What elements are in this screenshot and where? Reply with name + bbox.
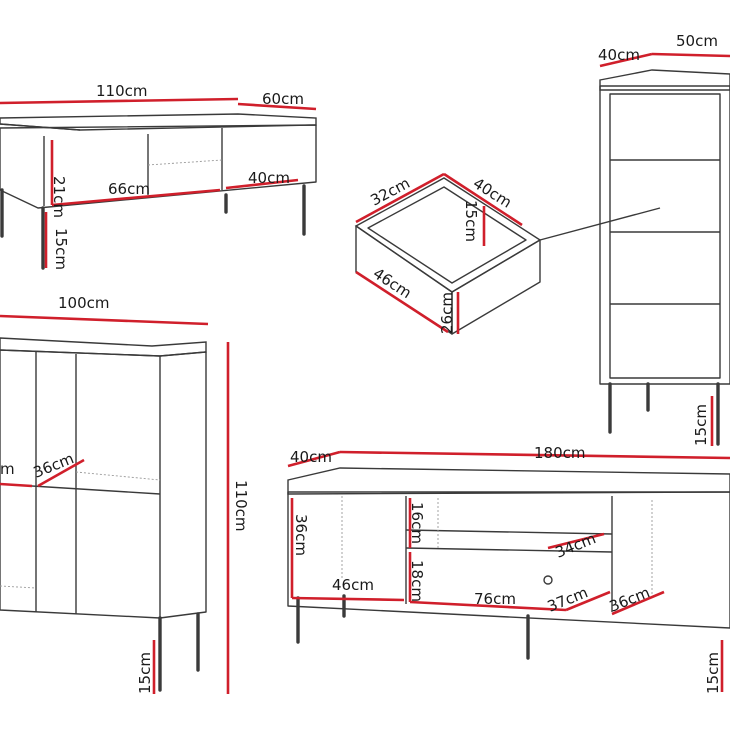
tv-unit-top-shelf-label: 16cm xyxy=(408,502,426,544)
coffee-table-inner-depth-line xyxy=(225,178,299,190)
highboard-leg-label: 15cm xyxy=(136,652,154,694)
tv-unit-mid-depth-line xyxy=(547,532,605,550)
tv-unit-left-width-label: 46cm xyxy=(332,576,374,594)
drawer-inner xyxy=(367,186,527,284)
highboard: 100cm 110cm 36cm m 15cm xyxy=(0,294,250,694)
drawer-front-width-line xyxy=(355,270,449,334)
tv-unit-mid-width-line xyxy=(409,600,567,612)
tv-unit-right-depth-label: 36cm xyxy=(607,583,653,615)
tv-unit-mid-depth-label: 34cm xyxy=(553,529,599,561)
coffee-table-shelf xyxy=(147,159,223,166)
tall-cabinet-body xyxy=(599,85,730,385)
coffee-table-depth-line xyxy=(237,102,317,111)
drawer-depth-line xyxy=(443,172,523,227)
tv-unit-left-height-label: 36cm xyxy=(292,514,310,556)
tv-unit-mid-shelf xyxy=(405,529,613,535)
tv-unit-depth-line xyxy=(287,450,341,468)
highboard-left-partial-label: m xyxy=(0,460,15,478)
tv-unit-width-line xyxy=(339,450,730,460)
tall-cabinet-leg-label: 15cm xyxy=(692,404,710,446)
drawer-inner-height-label: 15cm xyxy=(462,200,480,242)
drawer-width-line xyxy=(355,172,445,224)
tv-unit-mid-width-label: 76cm xyxy=(474,590,516,608)
tv-unit-drawer-knob xyxy=(543,575,553,585)
coffee-table-leg-label: 15cm xyxy=(52,228,70,270)
tall-cabinet-width-line xyxy=(651,52,730,58)
tv-unit-leg-label: 15cm xyxy=(704,652,722,694)
tv-unit-body xyxy=(287,491,730,629)
tall-cabinet-depth-label: 40cm xyxy=(598,46,640,64)
tv-unit-drawer-top xyxy=(405,547,613,553)
highboard-body xyxy=(0,349,207,619)
coffee-table-shelf-width-label: 66cm xyxy=(108,180,150,198)
highboard-width-line xyxy=(0,314,209,326)
coffee-table-width-line xyxy=(0,97,239,105)
tv-unit-top xyxy=(287,467,730,495)
tall-cabinet-width-label: 50cm xyxy=(676,32,718,50)
coffee-table: 110cm 60cm 21cm 66cm 40cm 15cm xyxy=(0,82,317,270)
drawer: 32cm 40cm 15cm 46cm 26cm xyxy=(354,172,661,335)
tall-cabinet-top xyxy=(599,69,730,91)
tv-unit-width-label: 180cm xyxy=(534,444,586,462)
tv-unit-right-depth-line xyxy=(611,590,665,616)
coffee-table-inner-depth-label: 40cm xyxy=(248,169,290,187)
tv-unit-depth-label: 40cm xyxy=(290,448,332,466)
coffee-table-depth-label: 60cm xyxy=(262,90,304,108)
tall-cabinet-frame xyxy=(609,93,721,379)
tv-unit-drawer-depth-line xyxy=(565,590,611,612)
highboard-width-label: 100cm xyxy=(58,294,110,312)
highboard-height-label: 110cm xyxy=(232,480,250,532)
tv-unit-drawer-depth-label: 37cm xyxy=(545,583,591,615)
drawer-front-height-label: 26cm xyxy=(438,292,456,334)
highboard-shelf-depth-line xyxy=(37,458,85,488)
tv-unit-mid-height-label: 18cm xyxy=(408,560,426,602)
coffee-table-shelf-width-line xyxy=(51,188,221,207)
tv-unit-left-width-line xyxy=(291,596,405,602)
highboard-bottom-shelf xyxy=(0,585,37,589)
drawer-side xyxy=(451,239,541,335)
highboard-shelf-back xyxy=(75,471,161,481)
coffee-table-shelf-height-label: 21cm xyxy=(50,176,68,218)
tv-unit: 40cm 180cm 36cm 46cm 16cm 18cm 34cm 76cm… xyxy=(287,444,730,694)
tall-cabinet-depth-line xyxy=(599,52,653,68)
coffee-table-width-label: 110cm xyxy=(96,82,148,100)
tall-cabinet: 40cm 50cm 15cm xyxy=(598,32,730,446)
highboard-left-line xyxy=(0,482,33,488)
